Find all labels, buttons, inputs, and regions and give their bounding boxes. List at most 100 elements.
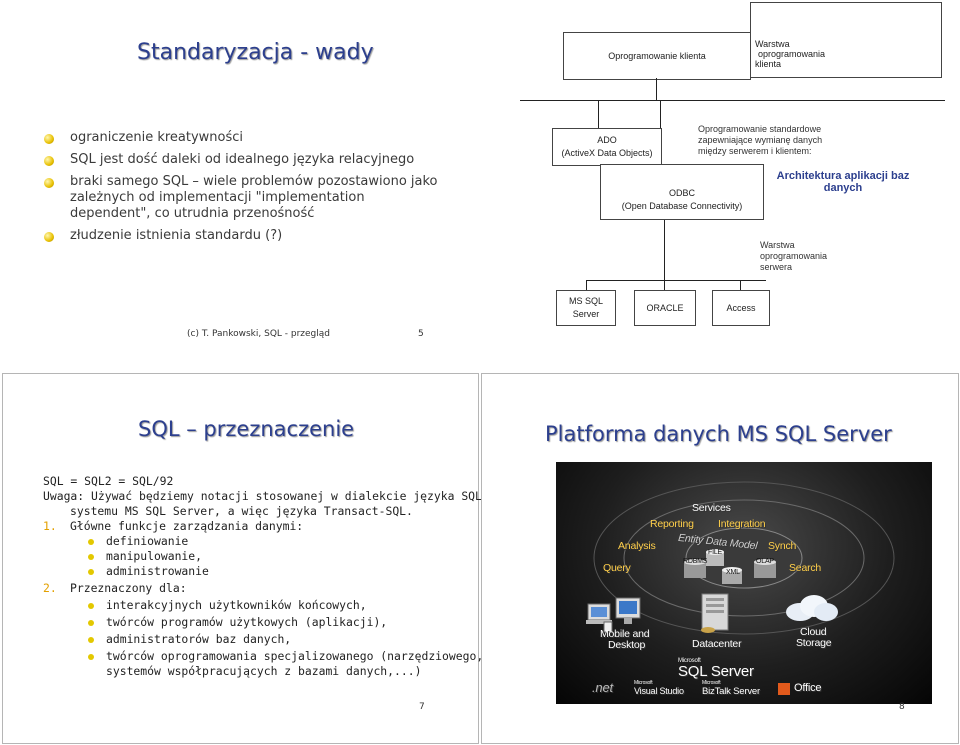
sub-item: twórców programów użytkowych (aplikacji)… — [106, 615, 388, 629]
bullet-text: złudzenie istnienia standardu (?) — [70, 228, 283, 243]
platform-graphic: Services Reporting Integration Analysis … — [556, 462, 932, 704]
connector-line — [664, 280, 665, 290]
sync-label: Synch — [768, 540, 797, 552]
datacenter-server-icon — [701, 593, 729, 633]
rdbms-label: RDBMS — [683, 558, 708, 565]
client-layer-line: oprogramowania — [758, 49, 826, 59]
bullet-text: dependent", co utrudnia przenośność — [70, 206, 315, 221]
ado-label: ADO — [597, 135, 617, 145]
slide5-title: Standaryzacja - wady — [137, 40, 374, 65]
odbc-label: (Open Database Connectivity) — [621, 201, 743, 211]
db-box-access: Access — [712, 290, 770, 326]
olap-cylinder-icon — [754, 559, 776, 578]
query-label: Query — [603, 562, 631, 574]
rdbms-cylinder-icon — [684, 559, 706, 578]
ado-label: (ActiveX Data Objects) — [561, 148, 653, 158]
dotnet-logo: .net — [592, 680, 613, 695]
list-number: 1. — [43, 519, 57, 533]
sub-bullet-icon — [88, 603, 94, 609]
slide5-footer: (c) T. Pankowski, SQL - przegląd — [187, 329, 331, 339]
services-label: Services — [692, 502, 731, 514]
slide8-page-number: 8 — [899, 702, 905, 712]
integration-label: Integration — [718, 518, 766, 530]
sub-item: administratorów baz danych, — [106, 632, 292, 646]
client-layer-box: Warstwa oprogramowania klienta — [750, 2, 942, 78]
xml-cylinder-icon — [722, 567, 742, 584]
ado-box: ADO (ActiveX Data Objects) — [552, 128, 662, 166]
server-layer-line: serwera — [760, 262, 793, 272]
sql-server-logo-text: SQL Server — [678, 663, 754, 680]
bullet-icon — [44, 156, 54, 166]
biztalk-logo: BizTalk Server — [702, 686, 760, 697]
bullet-icon — [44, 134, 54, 144]
odbc-box: ODBC (Open Database Connectivity) — [600, 164, 764, 220]
sub-bullet-icon — [88, 620, 94, 626]
connector-line — [740, 280, 741, 290]
note-line: zapewniające wymianę danych — [698, 135, 823, 145]
office-logo-icon — [778, 683, 790, 695]
db-label: ORACLE — [646, 302, 684, 313]
slide7-line: SQL = SQL2 = SQL/92 — [43, 474, 174, 488]
platform-arcs — [593, 481, 895, 635]
office-logo: Office — [794, 682, 822, 694]
connector-line — [664, 220, 665, 280]
biztalk-microsoft-label: Microsoft — [702, 680, 721, 686]
slide7-line: Główne funkcje zarządzania danymi: — [70, 519, 304, 533]
client-software-box: Oprogramowanie klienta — [563, 32, 751, 80]
sub-item: systemów współpracujących z bazami danyc… — [106, 664, 422, 678]
bullet-text: zależnych od implementacji "implementati… — [70, 190, 365, 205]
bullet-icon — [44, 178, 54, 188]
bullet-icon — [44, 232, 54, 242]
visual-studio-logo: Visual Studio — [634, 686, 684, 696]
xml-label: XML — [726, 569, 740, 576]
bullet-text: SQL jest dość daleki od idealnego języka… — [70, 152, 415, 167]
storage-label: Storage — [796, 637, 832, 649]
sub-item: definiowanie — [106, 534, 189, 548]
db-label: MS SQL — [568, 296, 603, 306]
slide7-title: SQL – przeznaczenie — [138, 417, 355, 441]
search-label: Search — [789, 562, 822, 574]
note-line: Oprogramowanie standardowe — [698, 124, 822, 134]
sub-bullet-icon — [88, 654, 94, 660]
db-label: Server — [572, 309, 600, 319]
mobile-desktop-icon — [586, 597, 641, 633]
sub-item: administrowanie — [106, 564, 209, 578]
sub-item: twórców oprogramowania specjalizowanego … — [106, 649, 484, 663]
bullet-text: ograniczenie kreatywności — [70, 130, 244, 145]
arch-title-line: Architektura aplikacji baz — [776, 170, 910, 182]
olap-label: OLAP — [756, 558, 774, 565]
sub-bullet-icon — [88, 554, 94, 560]
server-layer-line: oprogramowania — [760, 251, 828, 261]
connector-line — [586, 280, 766, 281]
db-label: Access — [726, 302, 756, 313]
slide7-line: systemu MS SQL Server, a więc języka Tra… — [70, 504, 413, 518]
sub-bullet-icon — [88, 569, 94, 575]
slide8-title: Platforma danych MS SQL Server — [545, 422, 892, 446]
vs-microsoft-label: Microsoft — [634, 680, 653, 686]
arch-title-line: danych — [823, 182, 863, 194]
reporting-label: Reporting — [650, 518, 694, 530]
odbc-label: ODBC — [668, 188, 695, 198]
slide7-line: Uwaga: Używać będziemy notacji stosowane… — [43, 489, 482, 503]
datacenter-label: Datacenter — [692, 638, 742, 650]
cloud-label: Cloud — [800, 626, 827, 638]
client-layer-line: Warstwa — [755, 39, 790, 49]
server-layer-label: Warstwa oprogramowania serwera — [760, 240, 827, 273]
slide7-line: Przeznaczony dla: — [70, 581, 187, 595]
db-box-oracle: ORACLE — [634, 290, 696, 326]
standard-software-note: Oprogramowanie standardowe zapewniające … — [698, 124, 822, 157]
note-line: między serwerem i klientem: — [698, 146, 812, 156]
slide7-page-number: 7 — [419, 702, 425, 712]
mobile-label: Mobile and — [600, 628, 650, 640]
db-box-mssql: MS SQL Server — [556, 290, 616, 326]
server-layer-line: Warstwa — [760, 240, 795, 250]
sub-item: manipulowanie, — [106, 549, 203, 563]
client-layer-line: klienta — [755, 59, 782, 69]
analysis-label: Analysis — [618, 540, 656, 552]
bullet-text: braki samego SQL – wiele problemów pozos… — [70, 174, 438, 189]
cloud-icon — [786, 595, 838, 621]
file-label: FILE — [708, 549, 722, 556]
connector-line — [598, 100, 599, 128]
connector-line — [520, 100, 945, 101]
architecture-title: Architektura aplikacji baz danych — [768, 170, 918, 194]
